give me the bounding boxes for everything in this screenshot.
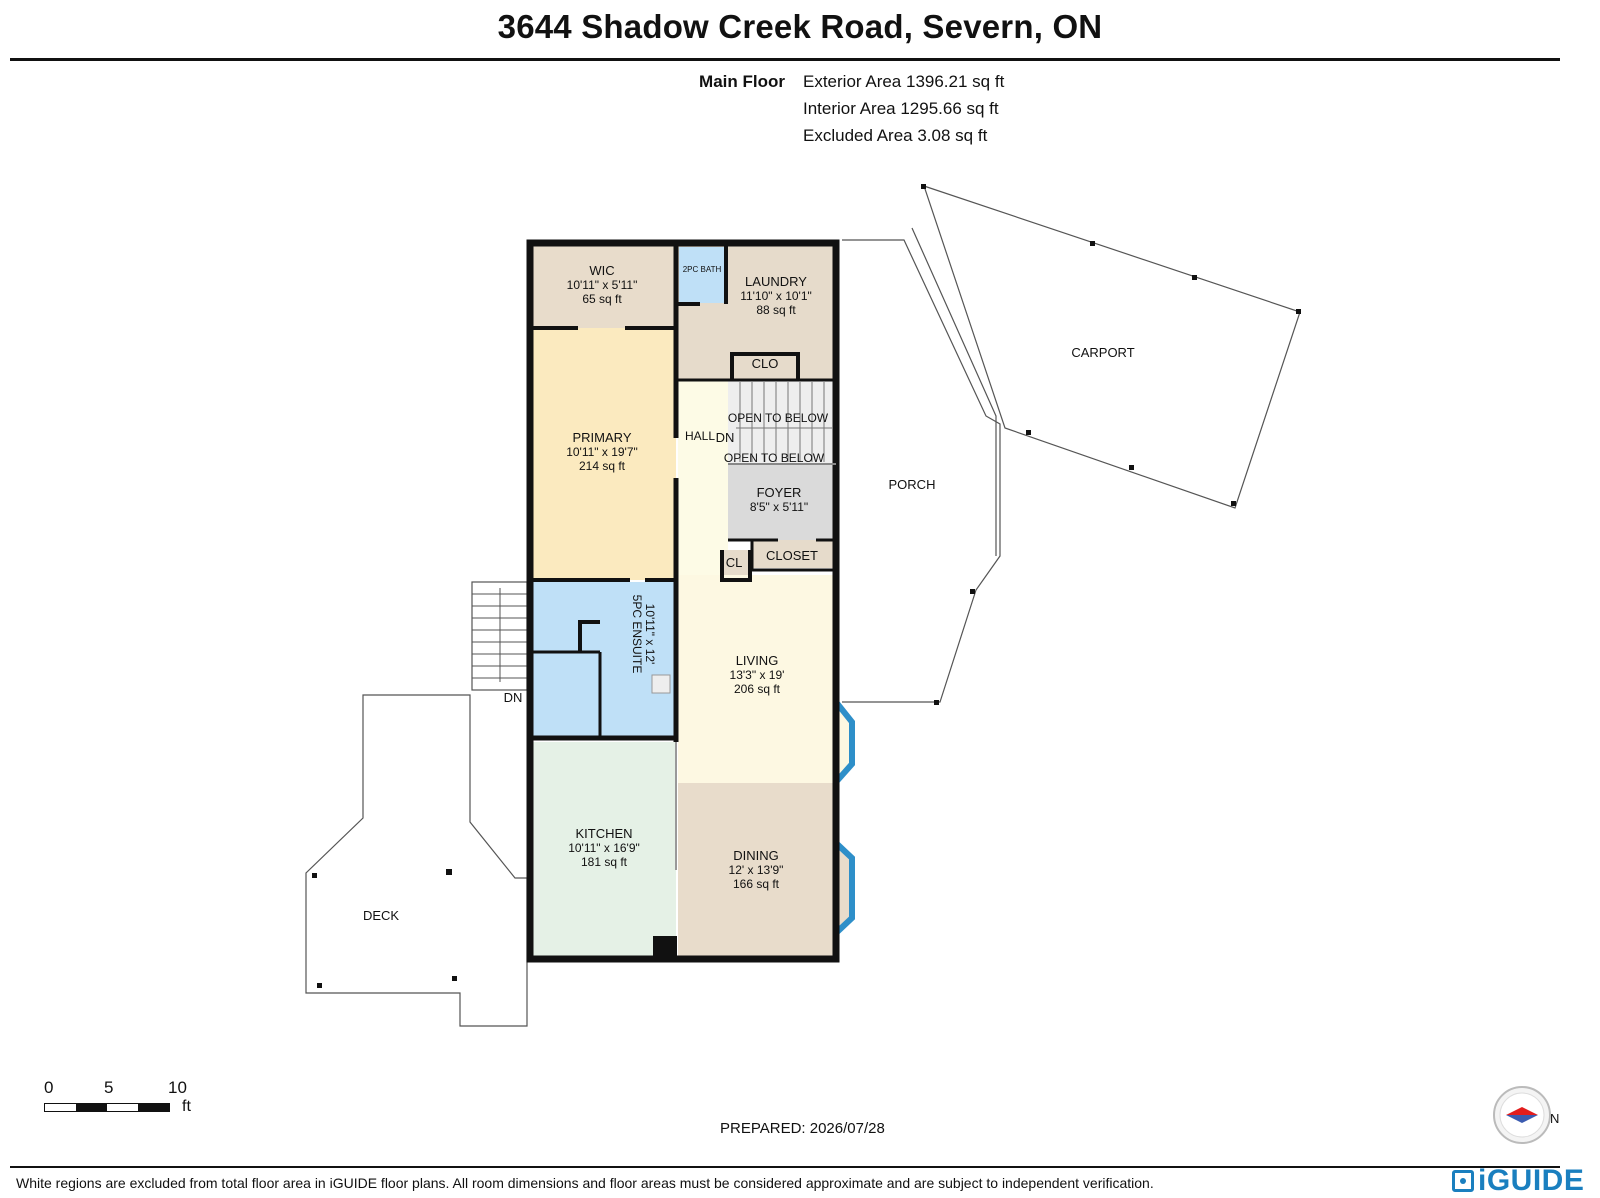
primary-name: PRIMARY xyxy=(573,430,632,445)
deck-dn-label: DN xyxy=(504,690,523,705)
room-labels: WIC 10'11" x 5'11" 65 sq ft 2PC BATH LAU… xyxy=(363,263,1135,923)
cl-name: CL xyxy=(726,555,743,570)
scale-tick-0: 0 xyxy=(44,1078,54,1097)
ensuite-dims: 10'11" x 12' xyxy=(643,604,657,665)
laundry-dims: 11'10" x 10'1" xyxy=(740,289,812,303)
room-kitchen xyxy=(528,742,676,956)
brand-name: iGUIDE xyxy=(1478,1164,1585,1197)
brand-mark-icon xyxy=(1452,1170,1474,1192)
deck-stair-treads xyxy=(472,588,527,682)
kitchen-dims: 10'11" x 16'9" xyxy=(568,841,640,855)
compass-icon: N xyxy=(1493,1086,1559,1144)
outdoor-structures xyxy=(305,185,1301,1027)
primary-dims: 10'11" x 19'7" xyxy=(566,445,638,459)
deck-outline xyxy=(305,694,528,1027)
exterior-wall xyxy=(526,239,840,963)
open-to-below-upper: OPEN TO BELOW xyxy=(728,411,829,425)
footer-divider xyxy=(10,1166,1560,1168)
bath2-name: 2PC BATH xyxy=(683,265,722,274)
deck-name: DECK xyxy=(363,908,399,923)
scale-bar-graphic xyxy=(44,1103,170,1112)
porch-name: PORCH xyxy=(889,477,936,492)
ensuite-name: 5PC ENSUITE xyxy=(630,595,644,674)
wic-dims: 10'11" x 5'11" xyxy=(567,278,638,292)
kitchen-area: 181 sq ft xyxy=(581,855,628,869)
kitchen-name: KITCHEN xyxy=(575,826,632,841)
foyer-dims: 8'5" x 5'11" xyxy=(750,500,808,514)
dining-dims: 12' x 13'9" xyxy=(729,863,784,877)
hall-name: HALL xyxy=(685,429,715,443)
closet-name: CLOSET xyxy=(766,548,818,563)
laundry-name: LAUNDRY xyxy=(745,274,807,289)
room-stair-area xyxy=(728,380,836,464)
primary-area: 214 sq ft xyxy=(579,459,626,473)
stairs-dn-label: DN xyxy=(716,430,735,445)
room-ensuite xyxy=(528,582,676,736)
living-dims: 13'3" x 19' xyxy=(730,668,785,682)
prepared-date: PREPARED: 2026/07/28 xyxy=(720,1120,885,1137)
room-foyer xyxy=(728,464,836,540)
wic-name: WIC xyxy=(589,263,614,278)
dining-name: DINING xyxy=(733,848,779,863)
scale-unit: ft xyxy=(182,1098,191,1115)
room-primary xyxy=(528,328,676,580)
compass: N xyxy=(1492,1085,1562,1155)
title-divider xyxy=(10,58,1560,61)
wic-area: 65 sq ft xyxy=(582,292,622,306)
exterior-area: Exterior Area 1396.21 sq ft xyxy=(803,72,1005,91)
living-name: LIVING xyxy=(736,653,779,668)
scale-tick-10: 10 xyxy=(168,1078,187,1097)
scale-bar: 0 5 10 ft xyxy=(40,1078,240,1128)
clo-name: CLO xyxy=(752,356,779,371)
walls xyxy=(526,239,840,963)
dining-area: 166 sq ft xyxy=(733,877,780,891)
living-area: 206 sq ft xyxy=(734,682,781,696)
room-closet xyxy=(752,540,836,568)
disclaimer: White regions are excluded from total fl… xyxy=(16,1175,1154,1191)
post-markers xyxy=(312,184,1301,988)
carport-outline xyxy=(923,185,1301,509)
open-to-below-lower: OPEN TO BELOW xyxy=(724,451,825,465)
laundry-area: 88 sq ft xyxy=(756,303,796,317)
floor-label: Main Floor xyxy=(699,72,785,91)
room-living xyxy=(678,575,852,783)
room-dining xyxy=(678,783,852,956)
scale-tick-5: 5 xyxy=(104,1078,114,1097)
page-title: 3644 Shadow Creek Road, Severn, ON xyxy=(497,8,1103,45)
excluded-area: Excluded Area 3.08 sq ft xyxy=(803,126,988,145)
compass-north-label: N xyxy=(1550,1111,1559,1126)
interior-area: Interior Area 1295.66 sq ft xyxy=(803,99,999,118)
carport-name: CARPORT xyxy=(1071,345,1134,360)
room-bath-overlay xyxy=(679,247,725,303)
foyer-name: FOYER xyxy=(757,485,802,500)
room-wic xyxy=(528,246,676,328)
porch-outline xyxy=(842,239,1001,703)
brand-logo: iGUIDE xyxy=(1452,1164,1585,1197)
porch-rail xyxy=(911,227,997,556)
interior-stairs xyxy=(736,382,832,462)
room-fills xyxy=(528,246,852,956)
